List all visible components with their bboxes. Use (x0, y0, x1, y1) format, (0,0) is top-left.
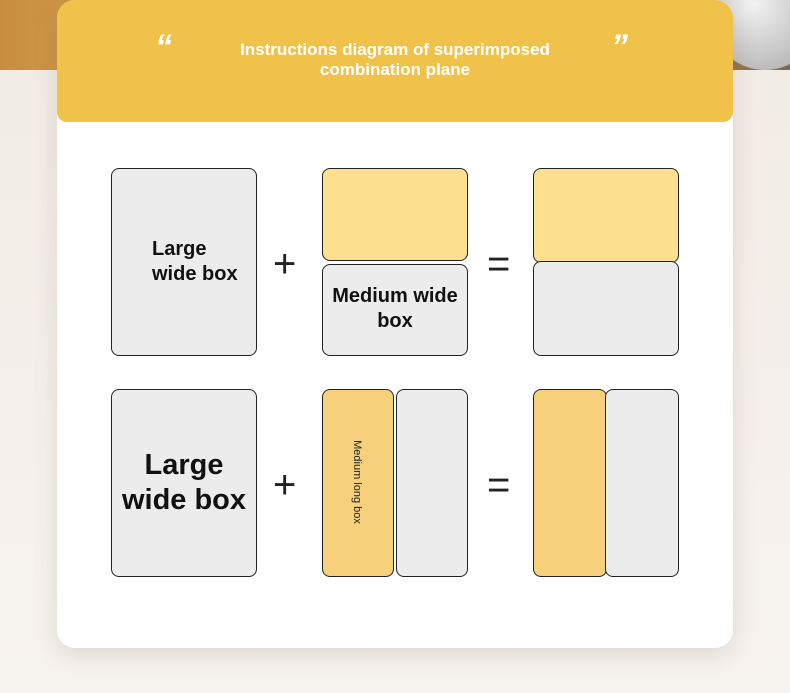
row1-plus-sign: + (273, 242, 297, 286)
row1-medium-wide-box: Medium wide box (322, 264, 468, 356)
row1-medium-box-top (322, 168, 468, 261)
row1-result-bottom-box (533, 261, 679, 356)
title-banner: “ Instructions diagram of superimposed c… (57, 0, 733, 122)
row1-result-top-box (533, 168, 679, 263)
row2-result-left-box (533, 389, 607, 577)
diagram-card: “ Instructions diagram of superimposed c… (57, 0, 733, 648)
row2-result-right-box (605, 389, 679, 577)
row2-equals-sign: = (487, 463, 511, 507)
row2-medium-long-box-label: Medium long box (351, 440, 363, 524)
row1-large-wide-box: Large wide box (111, 168, 257, 356)
close-quote-icon: ” (611, 28, 628, 66)
diagram-title: Instructions diagram of superimposed com… (240, 40, 550, 79)
row1-large-wide-box-label: Large wide box (152, 238, 238, 285)
row2-large-wide-box: Large wide box (111, 389, 257, 577)
row2-large-wide-box-label: Large wide box (121, 449, 247, 516)
row2-medium-long-box: Medium long box (322, 389, 394, 577)
row1-medium-wide-box-label: Medium wide box (332, 285, 458, 332)
row2-plus-sign: + (273, 463, 297, 507)
row1-equals-sign: = (487, 242, 511, 286)
row2-medium-box-right (396, 389, 468, 577)
open-quote-icon: “ (155, 28, 172, 66)
